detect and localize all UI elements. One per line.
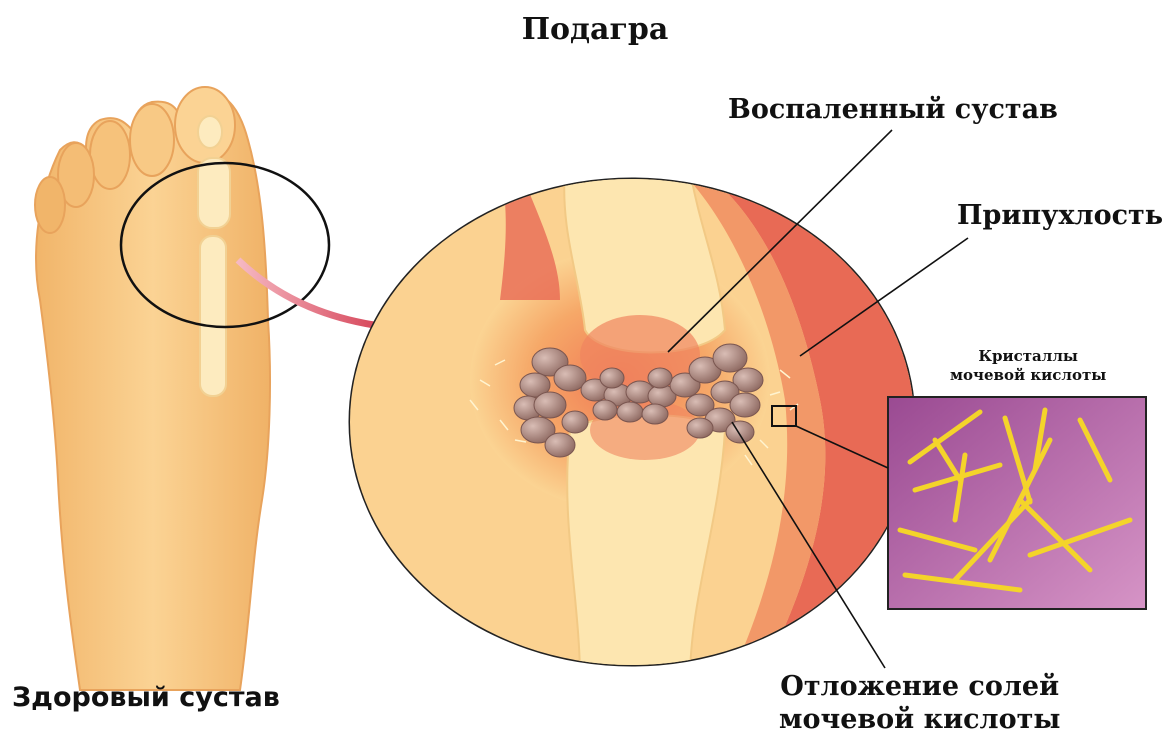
label-deposits-line2: мочевой кислоты (779, 703, 1060, 736)
toe-3 (90, 121, 130, 189)
foot (35, 87, 329, 690)
label-inflamed-joint: Воспаленный сустав (728, 94, 1058, 125)
page-title: Подагра (0, 12, 1176, 47)
toe-5 (35, 177, 65, 233)
label-deposits-line1: Отложение солей (779, 670, 1060, 703)
label-swelling: Припухлость (957, 200, 1163, 231)
label-urate-deposits: Отложение солей мочевой кислоты (779, 670, 1060, 736)
label-crystals-line1: Кристаллы (950, 347, 1106, 366)
label-crystals-line2: мочевой кислоты (950, 366, 1106, 385)
toe-2 (130, 104, 174, 176)
label-uric-acid-crystals: Кристаллы мочевой кислоты (950, 347, 1106, 385)
crystal-inset (888, 397, 1146, 609)
label-healthy-joint: Здоровый сустав (12, 682, 280, 713)
magnified-joint (340, 170, 940, 680)
